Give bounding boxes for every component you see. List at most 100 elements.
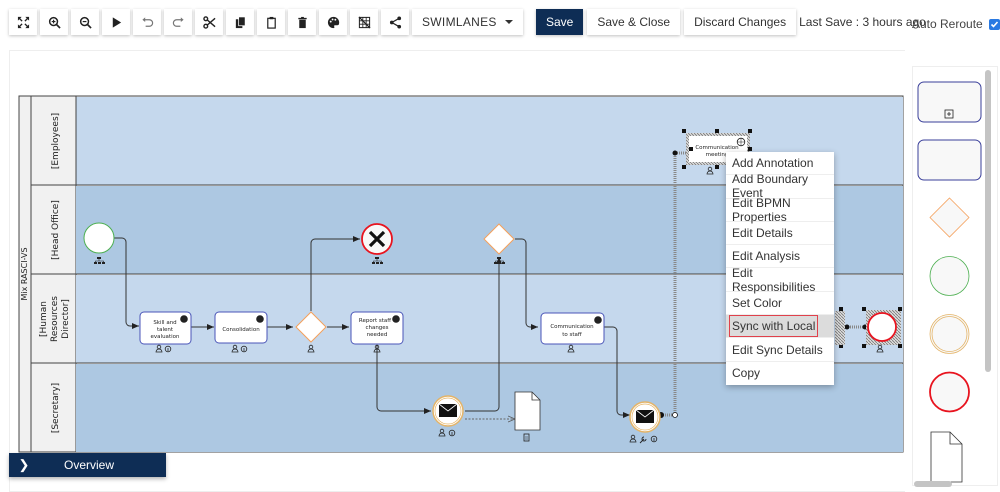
- info-icon: [240, 345, 248, 353]
- end-event-selected[interactable]: [835, 307, 902, 353]
- color-button[interactable]: [319, 9, 347, 35]
- globe-icon: [594, 316, 602, 324]
- palette-task[interactable]: [917, 139, 982, 181]
- palette-vertical-scrollbar[interactable]: [985, 70, 991, 372]
- menu-item-edit-analysis[interactable]: Edit Analysis: [726, 245, 834, 269]
- message-event-1[interactable]: [432, 395, 464, 437]
- menu-item-add-boundary-event[interactable]: Add Boundary Event: [726, 172, 834, 200]
- pool-label: Mix RASCI-VS: [20, 247, 29, 300]
- menu-item-set-color[interactable]: Set Color: [726, 292, 834, 316]
- palette-start-event[interactable]: [929, 256, 970, 296]
- selection-handles[interactable]: [839, 307, 902, 348]
- gateway-2[interactable]: [483, 223, 515, 264]
- task-label: meeting: [706, 152, 729, 158]
- share-button[interactable]: [381, 9, 409, 35]
- cross-icon: [368, 230, 386, 248]
- view-mode-dropdown[interactable]: SWIMLANES: [412, 9, 523, 35]
- zoom-out-icon: [79, 16, 92, 29]
- lane-label: [Secretary]: [51, 383, 61, 433]
- menu-item-edit-bpmn-properties[interactable]: Edit BPMN Properties: [726, 195, 834, 224]
- context-menu: Add Annotation Add Boundary Event Edit B…: [726, 152, 834, 385]
- menu-item-edit-details[interactable]: Edit Details: [726, 222, 834, 246]
- redo-icon: [172, 16, 184, 27]
- menu-item-sync-with-local[interactable]: Sync with Local: [726, 315, 834, 339]
- task-skill-talent-evaluation[interactable]: Skill and talent evaluation: [139, 311, 192, 353]
- toolbar: SWIMLANES: [9, 9, 523, 35]
- flow-start-to-skill: [114, 237, 139, 329]
- selection-handles[interactable]: [682, 129, 752, 169]
- lane-label: [Head Office]: [51, 200, 61, 260]
- task-label: to staff: [562, 332, 582, 338]
- task-label: Report staff: [359, 318, 391, 324]
- delete-button[interactable]: [288, 9, 316, 35]
- undo-icon: [141, 16, 153, 27]
- copy-icon: [235, 16, 246, 28]
- grid-toggle-button[interactable]: [350, 9, 378, 35]
- zoom-out-button[interactable]: [71, 9, 99, 35]
- cut-button[interactable]: [195, 9, 223, 35]
- user-icon: [231, 344, 239, 353]
- view-mode-value: SWIMLANES: [422, 15, 497, 29]
- redo-button[interactable]: [164, 9, 192, 35]
- data-object[interactable]: [514, 391, 541, 442]
- menu-item-label: Edit Sync Details: [732, 342, 823, 357]
- palette-end-event[interactable]: [929, 371, 970, 413]
- document-icon: [523, 433, 530, 442]
- task-label: Communication: [550, 324, 594, 330]
- fit-screen-button[interactable]: [9, 9, 37, 35]
- task-label: Consolidation: [222, 327, 260, 333]
- save-close-button[interactable]: Save & Close: [587, 9, 681, 35]
- message-event-2[interactable]: [629, 401, 661, 444]
- task-label: evaluation: [151, 334, 180, 340]
- start-event[interactable]: [83, 222, 115, 264]
- shape-palette: [912, 66, 998, 486]
- palette-data-object[interactable]: [930, 431, 963, 483]
- play-icon: [112, 16, 121, 28]
- user-icon: [876, 344, 884, 353]
- zoom-in-button[interactable]: [40, 9, 68, 35]
- info-icon: [448, 429, 456, 437]
- end-event-terminate[interactable]: [361, 223, 393, 264]
- auto-reroute-checkbox[interactable]: [988, 18, 1000, 30]
- task-report-staff-changes[interactable]: Report staff changes needed: [350, 311, 404, 353]
- envelope-icon: [438, 403, 458, 417]
- expand-icon: [17, 16, 29, 28]
- user-icon: [629, 434, 637, 443]
- wrench-icon: [639, 436, 647, 444]
- auto-reroute-toggle[interactable]: Auto Reroute: [912, 17, 1000, 31]
- zoom-in-icon: [48, 16, 61, 29]
- flow-email-to-gateway2: [465, 257, 502, 412]
- palette-subprocess[interactable]: [917, 81, 982, 123]
- flow-gateway2-to-comm-staff: [515, 238, 538, 330]
- undo-button[interactable]: [133, 9, 161, 35]
- palette-intermediate-event[interactable]: [929, 314, 970, 354]
- menu-item-label: Edit BPMN Properties: [732, 195, 791, 224]
- hierarchy-icon: [494, 257, 505, 264]
- task-label: talent: [157, 327, 174, 333]
- lane-label-line: Director]: [61, 299, 71, 339]
- caret-down-icon: [504, 20, 513, 24]
- paste-button[interactable]: [257, 9, 285, 35]
- gateway-1[interactable]: [295, 311, 327, 353]
- hierarchy-icon: [372, 257, 383, 264]
- menu-item-edit-sync-details[interactable]: Edit Sync Details: [726, 338, 834, 362]
- last-save-status: Last Save : 3 hours ago: [799, 15, 926, 29]
- menu-item-edit-responsibilities[interactable]: Edit Responsibilities: [726, 266, 834, 294]
- task-consolidation[interactable]: Consolidation: [214, 311, 268, 353]
- scissors-icon: [202, 15, 216, 29]
- simulate-button[interactable]: [102, 9, 130, 35]
- hierarchy-icon: [94, 257, 105, 264]
- save-button[interactable]: Save: [536, 9, 584, 35]
- copy-button[interactable]: [226, 9, 254, 35]
- discard-changes-button[interactable]: Discard Changes: [684, 9, 797, 35]
- menu-item-copy[interactable]: Copy: [726, 362, 834, 385]
- palette-horizontal-scrollbar[interactable]: [914, 481, 952, 487]
- menu-item-add-annotation[interactable]: Add Annotation: [726, 152, 834, 176]
- overview-toggle[interactable]: ❯ Overview: [9, 453, 166, 477]
- globe-icon: [180, 315, 188, 323]
- expand-plus-icon: [944, 109, 954, 119]
- palette-svg: [917, 81, 982, 483]
- palette-gateway[interactable]: [929, 197, 970, 238]
- task-communication-to-staff[interactable]: Communication to staff: [540, 312, 605, 353]
